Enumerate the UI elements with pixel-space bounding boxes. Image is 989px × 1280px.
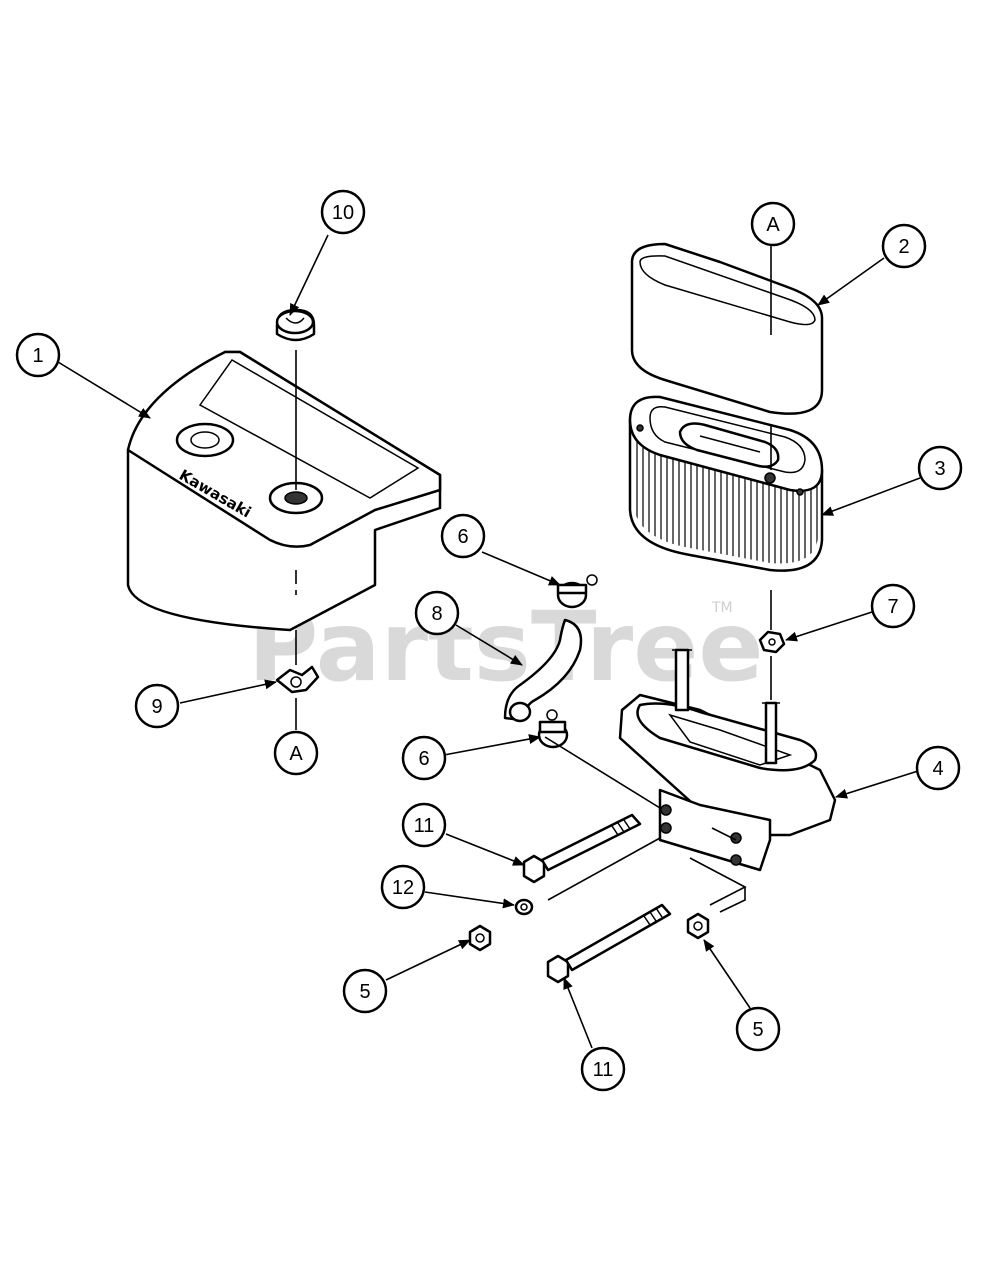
part-knob bbox=[275, 308, 316, 342]
callout-5-right: 5 bbox=[735, 1006, 781, 1052]
svg-text:8: 8 bbox=[431, 603, 442, 625]
callout-leaders bbox=[57, 234, 921, 1049]
svg-text:10: 10 bbox=[332, 202, 354, 224]
part-nut-7 bbox=[758, 630, 786, 654]
callout-8: 8 bbox=[414, 590, 460, 636]
part-wing-nut bbox=[275, 665, 320, 694]
part-cover: Kawasaki bbox=[126, 350, 442, 632]
callout-9: 9 bbox=[134, 683, 180, 729]
callout-5-left: 5 bbox=[342, 968, 388, 1014]
part-hose bbox=[503, 618, 583, 723]
callout-2: 2 bbox=[881, 223, 927, 269]
svg-text:9: 9 bbox=[151, 696, 162, 718]
svg-text:6: 6 bbox=[457, 526, 468, 548]
part-clamp-upper bbox=[556, 574, 598, 609]
svg-text:11: 11 bbox=[593, 1059, 614, 1081]
part-nut-right bbox=[686, 912, 710, 940]
svg-text:A: A bbox=[766, 214, 780, 236]
callout-1: 1 bbox=[15, 332, 61, 378]
callout-6-upper: 6 bbox=[440, 513, 486, 559]
callout-11-lower: 11 bbox=[580, 1046, 626, 1092]
watermark-trademark: TM bbox=[711, 600, 733, 616]
callout-3: 3 bbox=[917, 445, 963, 491]
svg-text:A: A bbox=[289, 743, 303, 765]
svg-text:12: 12 bbox=[392, 877, 414, 899]
part-bolt-lower bbox=[546, 903, 672, 984]
part-pre-cleaner bbox=[630, 242, 824, 415]
svg-text:5: 5 bbox=[359, 981, 370, 1003]
svg-text:1: 1 bbox=[32, 345, 43, 367]
svg-text:7: 7 bbox=[887, 596, 898, 618]
part-clamp-lower bbox=[537, 709, 569, 749]
callout-7: 7 bbox=[870, 583, 916, 629]
callout-12: 12 bbox=[380, 864, 426, 910]
svg-text:6: 6 bbox=[418, 748, 429, 770]
assembly-lines bbox=[295, 245, 772, 913]
svg-text:5: 5 bbox=[752, 1019, 763, 1041]
callout-4: 4 bbox=[915, 745, 961, 791]
callout-a-bottom: A bbox=[273, 730, 319, 776]
part-filter bbox=[628, 395, 824, 572]
svg-text:3: 3 bbox=[934, 458, 945, 480]
svg-text:4: 4 bbox=[932, 758, 943, 780]
part-washer bbox=[514, 898, 534, 916]
part-bolt-upper bbox=[522, 813, 642, 884]
callout-a-top: A bbox=[750, 201, 796, 247]
callout-11-upper: 11 bbox=[401, 802, 447, 848]
part-nut-left bbox=[468, 924, 492, 952]
callout-6-lower: 6 bbox=[401, 735, 447, 781]
part-base bbox=[618, 648, 837, 872]
callout-10: 10 bbox=[320, 189, 366, 235]
svg-text:2: 2 bbox=[898, 236, 909, 258]
svg-text:11: 11 bbox=[414, 815, 435, 837]
